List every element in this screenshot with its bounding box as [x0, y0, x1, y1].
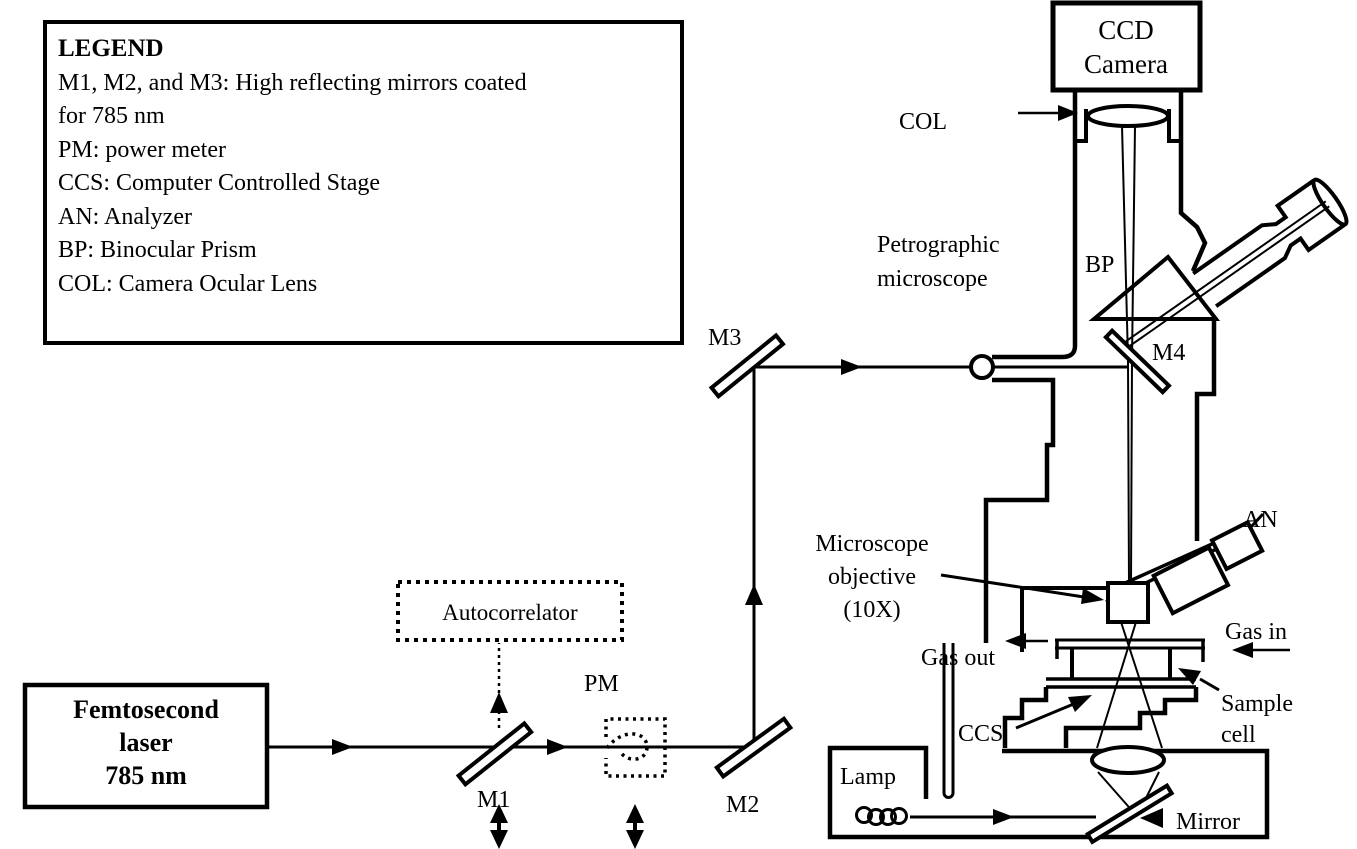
legend-line: CCS: Computer Controlled Stage	[58, 170, 380, 196]
objective-label-line1: Microscope	[815, 531, 928, 557]
legend-line: PM: power meter	[58, 137, 226, 163]
gas-in-arrowhead-icon	[1232, 642, 1253, 658]
objective-label-line2: objective	[828, 564, 916, 590]
legend-line: BP: Binocular Prism	[58, 237, 257, 263]
laser-label-line2: laser	[119, 728, 172, 757]
m4-label: M4	[1152, 340, 1185, 366]
beam-arrowhead-icon	[332, 739, 353, 755]
dotted-beam-arrowhead-icon	[490, 692, 508, 713]
illumination-mirror	[1084, 782, 1175, 845]
legend-line: COL: Camera Ocular Lens	[58, 271, 317, 297]
legend-box	[43, 20, 684, 345]
ocular-cup-left	[1075, 109, 1088, 143]
microscope-objective	[1106, 581, 1150, 624]
col-label: COL	[899, 109, 947, 135]
arm-left-zigzag-wall	[983, 377, 1056, 643]
beam-arrowhead-icon	[841, 359, 862, 375]
binocular-prism	[1088, 254, 1221, 321]
sample-cell-label-line1: Sample	[1221, 691, 1293, 717]
autocorrelator-box	[396, 580, 624, 642]
beam-arrowhead-icon	[547, 739, 568, 755]
mirror-arrowhead-icon	[1140, 808, 1163, 828]
laser-label-line3: 785 nm	[105, 761, 187, 790]
sample-cell-label-line2: cell	[1221, 722, 1256, 748]
ccd-camera-box	[1050, 0, 1203, 93]
objective-arrowhead-icon	[1081, 588, 1104, 604]
petrographic-label-line1: Petrographic	[877, 232, 1000, 258]
pm-translation-stage-arrow	[626, 804, 644, 849]
head-right-wall	[1178, 90, 1208, 272]
legend-line: AN: Analyzer	[58, 204, 192, 230]
autocorrelator-label: Autocorrelator	[442, 600, 578, 625]
mirror-m1	[455, 720, 534, 788]
laser-label-line1: Femtosecond	[73, 695, 219, 724]
mirror-label: Mirror	[1176, 809, 1240, 835]
objective-text: Microscope objective (10X)	[815, 531, 928, 623]
legend-line: M1, M2, and M3: High reflecting mirrors …	[58, 70, 527, 96]
laser-beam-paths	[267, 359, 1127, 755]
an-label: AN	[1243, 507, 1278, 533]
ccs-arrowhead-icon	[1068, 695, 1092, 712]
m1-label: M1	[477, 787, 510, 813]
ccd-label-line1: CCD	[1098, 15, 1154, 45]
camera-ocular-lens	[1086, 104, 1170, 128]
sample-cell-stage	[1002, 638, 1205, 748]
ccs-label: CCS	[958, 721, 1003, 747]
objective-label-line3: (10X)	[843, 597, 900, 623]
gas-in-label: Gas in	[1225, 619, 1287, 645]
col-arrowhead-icon	[1058, 105, 1078, 121]
femtosecond-laser-box	[22, 682, 270, 810]
legend-title: LEGEND	[58, 35, 164, 62]
sample-cell-arrowhead-icon	[1178, 668, 1201, 685]
pm-label: PM	[584, 671, 619, 697]
head-left-wall	[992, 90, 1078, 360]
petrographic-microscope-body	[827, 90, 1349, 840]
m1-translation-stage-arrow	[490, 804, 508, 849]
legend-line: for 785 nm	[58, 103, 165, 129]
sample-cell-text: Sample cell	[1221, 691, 1293, 748]
beam-entry-port	[969, 354, 995, 380]
lamp-housing-base	[827, 745, 1270, 840]
analyzer-slider	[1151, 519, 1265, 616]
eyepiece-tube	[1125, 177, 1349, 348]
bp-label: BP	[1085, 252, 1114, 278]
legend-text: LEGEND M1, M2, and M3: High reflecting m…	[58, 35, 527, 297]
laser-box-text: Femtosecond laser 785 nm	[73, 695, 219, 790]
gas-out-label: Gas out	[921, 645, 995, 671]
lamp-arrowhead-icon	[993, 809, 1014, 825]
m2-label: M2	[726, 792, 759, 818]
condenser-lens	[1090, 745, 1166, 775]
mirror-m2	[713, 715, 794, 780]
petrographic-microscope-text: Petrographic microscope	[877, 232, 1000, 292]
beam-arrowhead-up-icon	[745, 584, 763, 605]
m3-label: M3	[708, 325, 741, 351]
lamp-filament-coil-icon	[855, 806, 908, 826]
condenser-bracket	[1020, 586, 1114, 652]
mirror-m3	[708, 332, 786, 400]
power-meter-icon	[604, 717, 667, 778]
imaging-light-path	[1096, 125, 1163, 749]
lamp-label: Lamp	[840, 764, 896, 790]
gas-out-tube-end	[942, 792, 955, 799]
petrographic-label-line2: microscope	[877, 266, 988, 292]
label-leaders	[940, 105, 1290, 828]
ccd-camera-text: CCD Camera	[1084, 15, 1168, 79]
gas-out-arrowhead-icon	[1005, 633, 1026, 649]
ocular-cup-right	[1167, 109, 1181, 143]
mirror-m4	[1103, 327, 1172, 395]
ccd-label-line2: Camera	[1084, 49, 1168, 79]
body-right-wall	[1194, 321, 1217, 541]
